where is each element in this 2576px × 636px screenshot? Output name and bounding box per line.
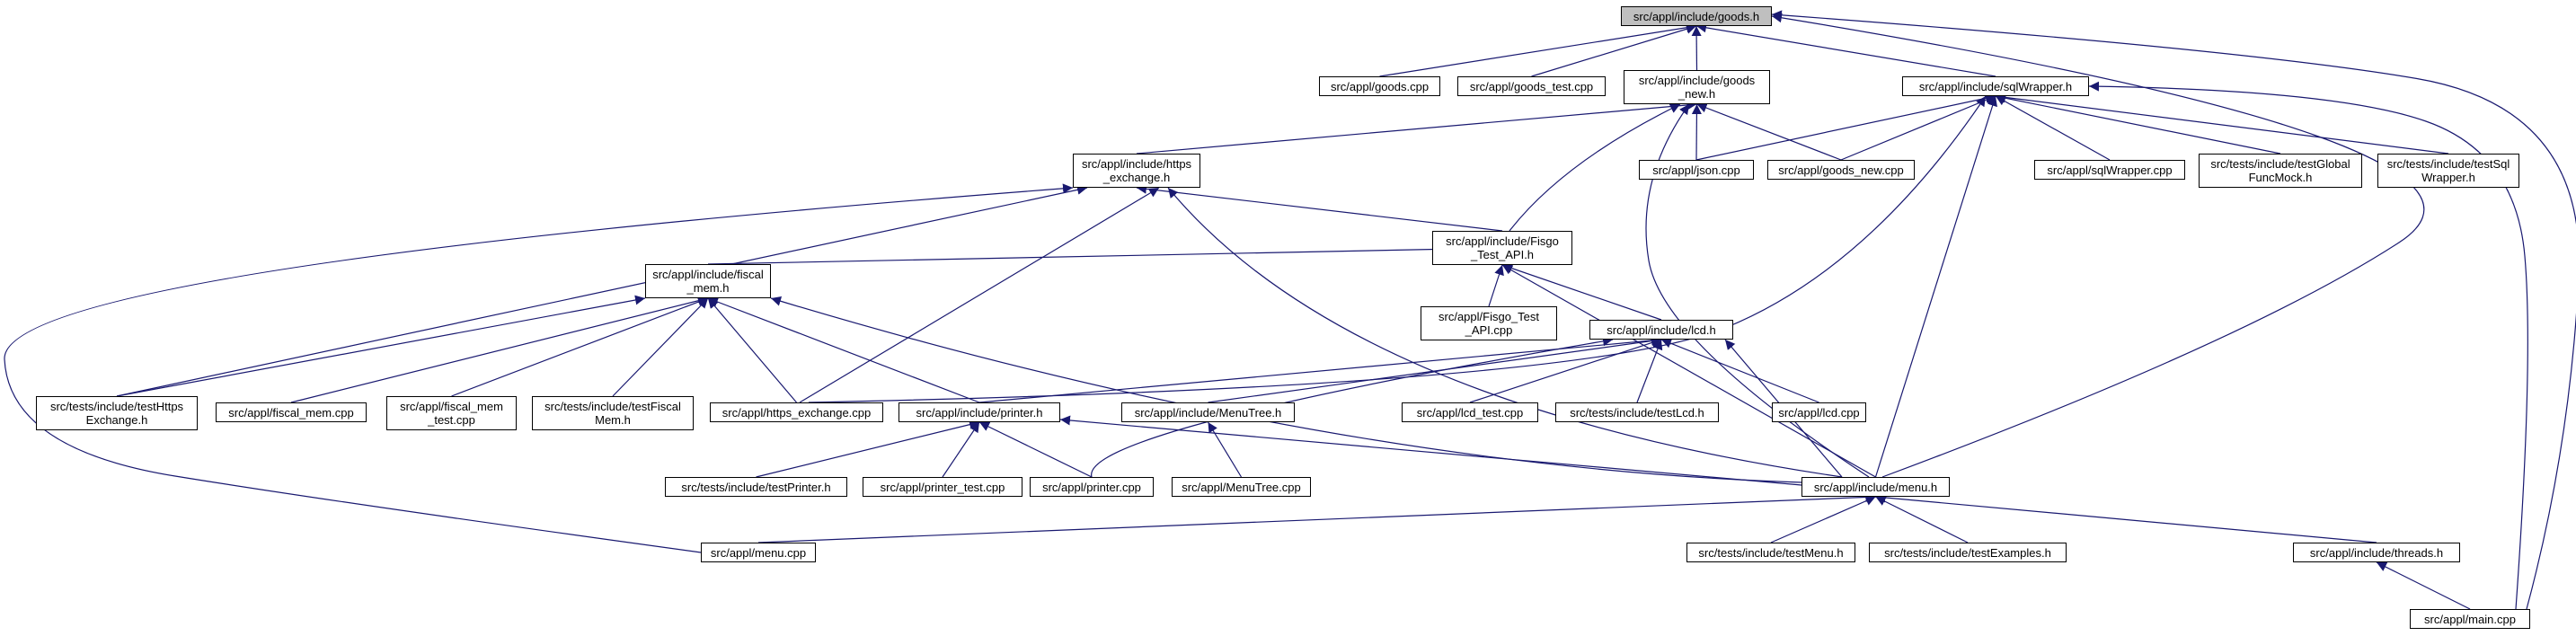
- edge-fisgo_api_h-to-https_exchange_h: [1136, 183, 1503, 232]
- node-lcd-h[interactable]: src/appl/include/lcd.h: [1589, 320, 1733, 340]
- node-testfiscal-h[interactable]: src/tests/include/testFiscal Mem.h: [532, 396, 694, 430]
- edge-testglobal_h-to-sqlwrapper_h: [1995, 93, 2281, 155]
- node-lcd-cpp[interactable]: src/appl/lcd.cpp: [1772, 402, 1866, 422]
- node-testglobal-h[interactable]: src/tests/include/testGlobal FuncMock.h: [2199, 154, 2362, 188]
- edge-threads_h-to-menu_h: [1875, 492, 2377, 543]
- edge-menu_h-to-goods_h: [1771, 13, 2425, 478]
- node-printer-h[interactable]: src/appl/include/printer.h: [899, 402, 1060, 422]
- node-sqlwrapper-cpp[interactable]: src/appl/sqlWrapper.cpp: [2034, 160, 2185, 180]
- node-threads-h[interactable]: src/appl/include/threads.h: [2293, 543, 2460, 562]
- edge-fisgo_api_cpp-to-fisgo_api_h: [1488, 264, 1504, 307]
- node-testprinter-h[interactable]: src/tests/include/testPrinter.h: [665, 477, 847, 497]
- node-fiscal-mem-test-cpp[interactable]: src/appl/fiscal_mem _test.cpp: [386, 396, 517, 430]
- node-json-cpp[interactable]: src/appl/json.cpp: [1639, 160, 1754, 180]
- edge-sqlwrapper_h-to-goods_h: [1695, 22, 1996, 77]
- edge-menu_h-to-https_exchange_h: [1167, 187, 1843, 478]
- node-fiscal-mem-cpp[interactable]: src/appl/fiscal_mem.cpp: [216, 402, 367, 422]
- edge-menutree_cpp-to-menutree_h: [1207, 421, 1243, 478]
- node-testmenu-h[interactable]: src/tests/include/testMenu.h: [1686, 543, 1855, 562]
- node-https-exchange-cpp[interactable]: src/appl/https_exchange.cpp: [710, 402, 883, 422]
- node-testsql-h[interactable]: src/tests/include/testSql Wrapper.h: [2377, 154, 2519, 188]
- node-testhttps-h[interactable]: src/tests/include/testHttps Exchange.h: [36, 396, 198, 430]
- node-menutree-cpp[interactable]: src/appl/MenuTree.cpp: [1172, 477, 1311, 497]
- edge-testfiscal_h-to-fiscal_mem_h: [612, 297, 709, 397]
- edge-testlcd_h-to-lcd_h: [1636, 339, 1663, 403]
- edge-printer_test_cpp-to-printer_h: [942, 421, 980, 478]
- edge-menu_h-to-fisgo_api_h: [1501, 264, 1876, 478]
- edge-https_exchange_cpp-to-sqlwrapper_h: [808, 95, 1987, 403]
- edge-json_cpp-to-goods_new_h: [1691, 103, 1702, 161]
- edge-goods_test_cpp-to-goods_h: [1531, 23, 1697, 77]
- edge-testprinter_h-to-printer_h: [756, 420, 980, 478]
- edge-https_exchange_h-to-goods_new_h: [1136, 100, 1697, 155]
- edge-goods_new_cpp-to-sqlwrapper_h: [1840, 95, 1996, 161]
- edge-fiscal_mem_cpp-to-fiscal_mem_h: [290, 296, 709, 403]
- node-testlcd-h[interactable]: src/tests/include/testLcd.h: [1555, 402, 1719, 422]
- node-menu-cpp[interactable]: src/appl/menu.cpp: [701, 543, 816, 562]
- node-fisgo-api-cpp[interactable]: src/appl/Fisgo_Test _API.cpp: [1421, 306, 1557, 340]
- edge-fisgo_api_h-to-goods_new_h: [1509, 103, 1681, 232]
- edge-main_cpp-to-goods_h: [1771, 10, 2576, 610]
- node-printer-cpp[interactable]: src/appl/printer.cpp: [1030, 477, 1154, 497]
- node-goods-h[interactable]: src/appl/include/goods.h: [1621, 6, 1772, 26]
- edge-testsql_h-to-sqlwrapper_h: [1995, 92, 2449, 155]
- node-goods-new-h[interactable]: src/appl/include/goods _new.h: [1624, 70, 1770, 104]
- node-printer-test-cpp[interactable]: src/appl/printer_test.cpp: [863, 477, 1022, 497]
- edge-fiscal_mem_test_cpp-to-fiscal_mem_h: [451, 296, 709, 397]
- edge-printer_h-to-fiscal_mem_h: [707, 296, 980, 403]
- edge-sqlwrapper_cpp-to-sqlwrapper_h: [1995, 95, 2111, 161]
- edge-main_cpp-to-threads_h: [2376, 561, 2471, 610]
- node-goods-cpp[interactable]: src/appl/goods.cpp: [1319, 76, 1440, 96]
- edge-goods_new_cpp-to-goods_new_h: [1696, 102, 1842, 161]
- edge-menu_cpp-to-https_exchange_h: [4, 183, 1074, 553]
- node-goods-new-cpp[interactable]: src/appl/goods_new.cpp: [1767, 160, 1915, 180]
- node-menutree-h[interactable]: src/appl/include/MenuTree.h: [1121, 402, 1295, 422]
- node-main-cpp[interactable]: src/appl/main.cpp: [2410, 609, 2530, 629]
- node-menu-h[interactable]: src/appl/include/menu.h: [1801, 477, 1950, 497]
- node-lcd-test-cpp[interactable]: src/appl/lcd_test.cpp: [1402, 402, 1538, 422]
- edge-lcd_cpp-to-lcd_h: [1660, 338, 1819, 403]
- edge-menu_h-to-printer_h: [1059, 415, 1802, 486]
- edge-testhttps_h-to-fiscal_mem_h: [116, 295, 646, 397]
- node-fiscal-mem-h[interactable]: src/appl/include/fiscal _mem.h: [645, 264, 771, 298]
- node-https-exchange-h[interactable]: src/appl/include/https _exchange.h: [1073, 154, 1200, 188]
- edge-goods_new_h-to-goods_h: [1691, 25, 1702, 71]
- edge-json_cpp-to-sqlwrapper_h: [1695, 93, 1996, 161]
- edge-https_exchange_cpp-to-https_exchange_h: [799, 187, 1160, 403]
- edge-lcd_test_cpp-to-lcd_h: [1469, 338, 1662, 403]
- edge-testhttps_h-to-https_exchange_h: [116, 184, 1088, 397]
- edge-lcd_h-to-fisgo_api_h: [1501, 263, 1662, 321]
- edge-menu_h-to-fiscal_mem_h: [770, 296, 1802, 483]
- edge-fiscal_mem_h-to-fisgo_api_h: [707, 243, 1503, 265]
- edge-https_exchange_cpp-to-fiscal_mem_h: [707, 297, 797, 403]
- node-testexamples-h[interactable]: src/tests/include/testExamples.h: [1869, 543, 2067, 562]
- edge-menu_h-to-sqlwrapper_h: [1874, 95, 1997, 478]
- edge-menu_cpp-to-menu_h: [757, 491, 1876, 543]
- edge-printer_h-to-lcd_h: [978, 335, 1662, 403]
- edge-testexamples_h-to-menu_h: [1875, 496, 1969, 543]
- edge-printer_cpp-to-printer_h: [978, 421, 1093, 478]
- edge-goods_cpp-to-goods_h: [1379, 22, 1697, 77]
- node-goods-test-cpp[interactable]: src/appl/goods_test.cpp: [1457, 76, 1606, 96]
- node-fisgo-api-h[interactable]: src/appl/include/Fisgo _Test_API.h: [1432, 231, 1572, 265]
- edge-testmenu_h-to-menu_h: [1770, 496, 1876, 543]
- node-sqlwrapper-h[interactable]: src/appl/include/sqlWrapper.h: [1902, 76, 2089, 96]
- edge-menutree_h-to-lcd_h: [1208, 336, 1662, 403]
